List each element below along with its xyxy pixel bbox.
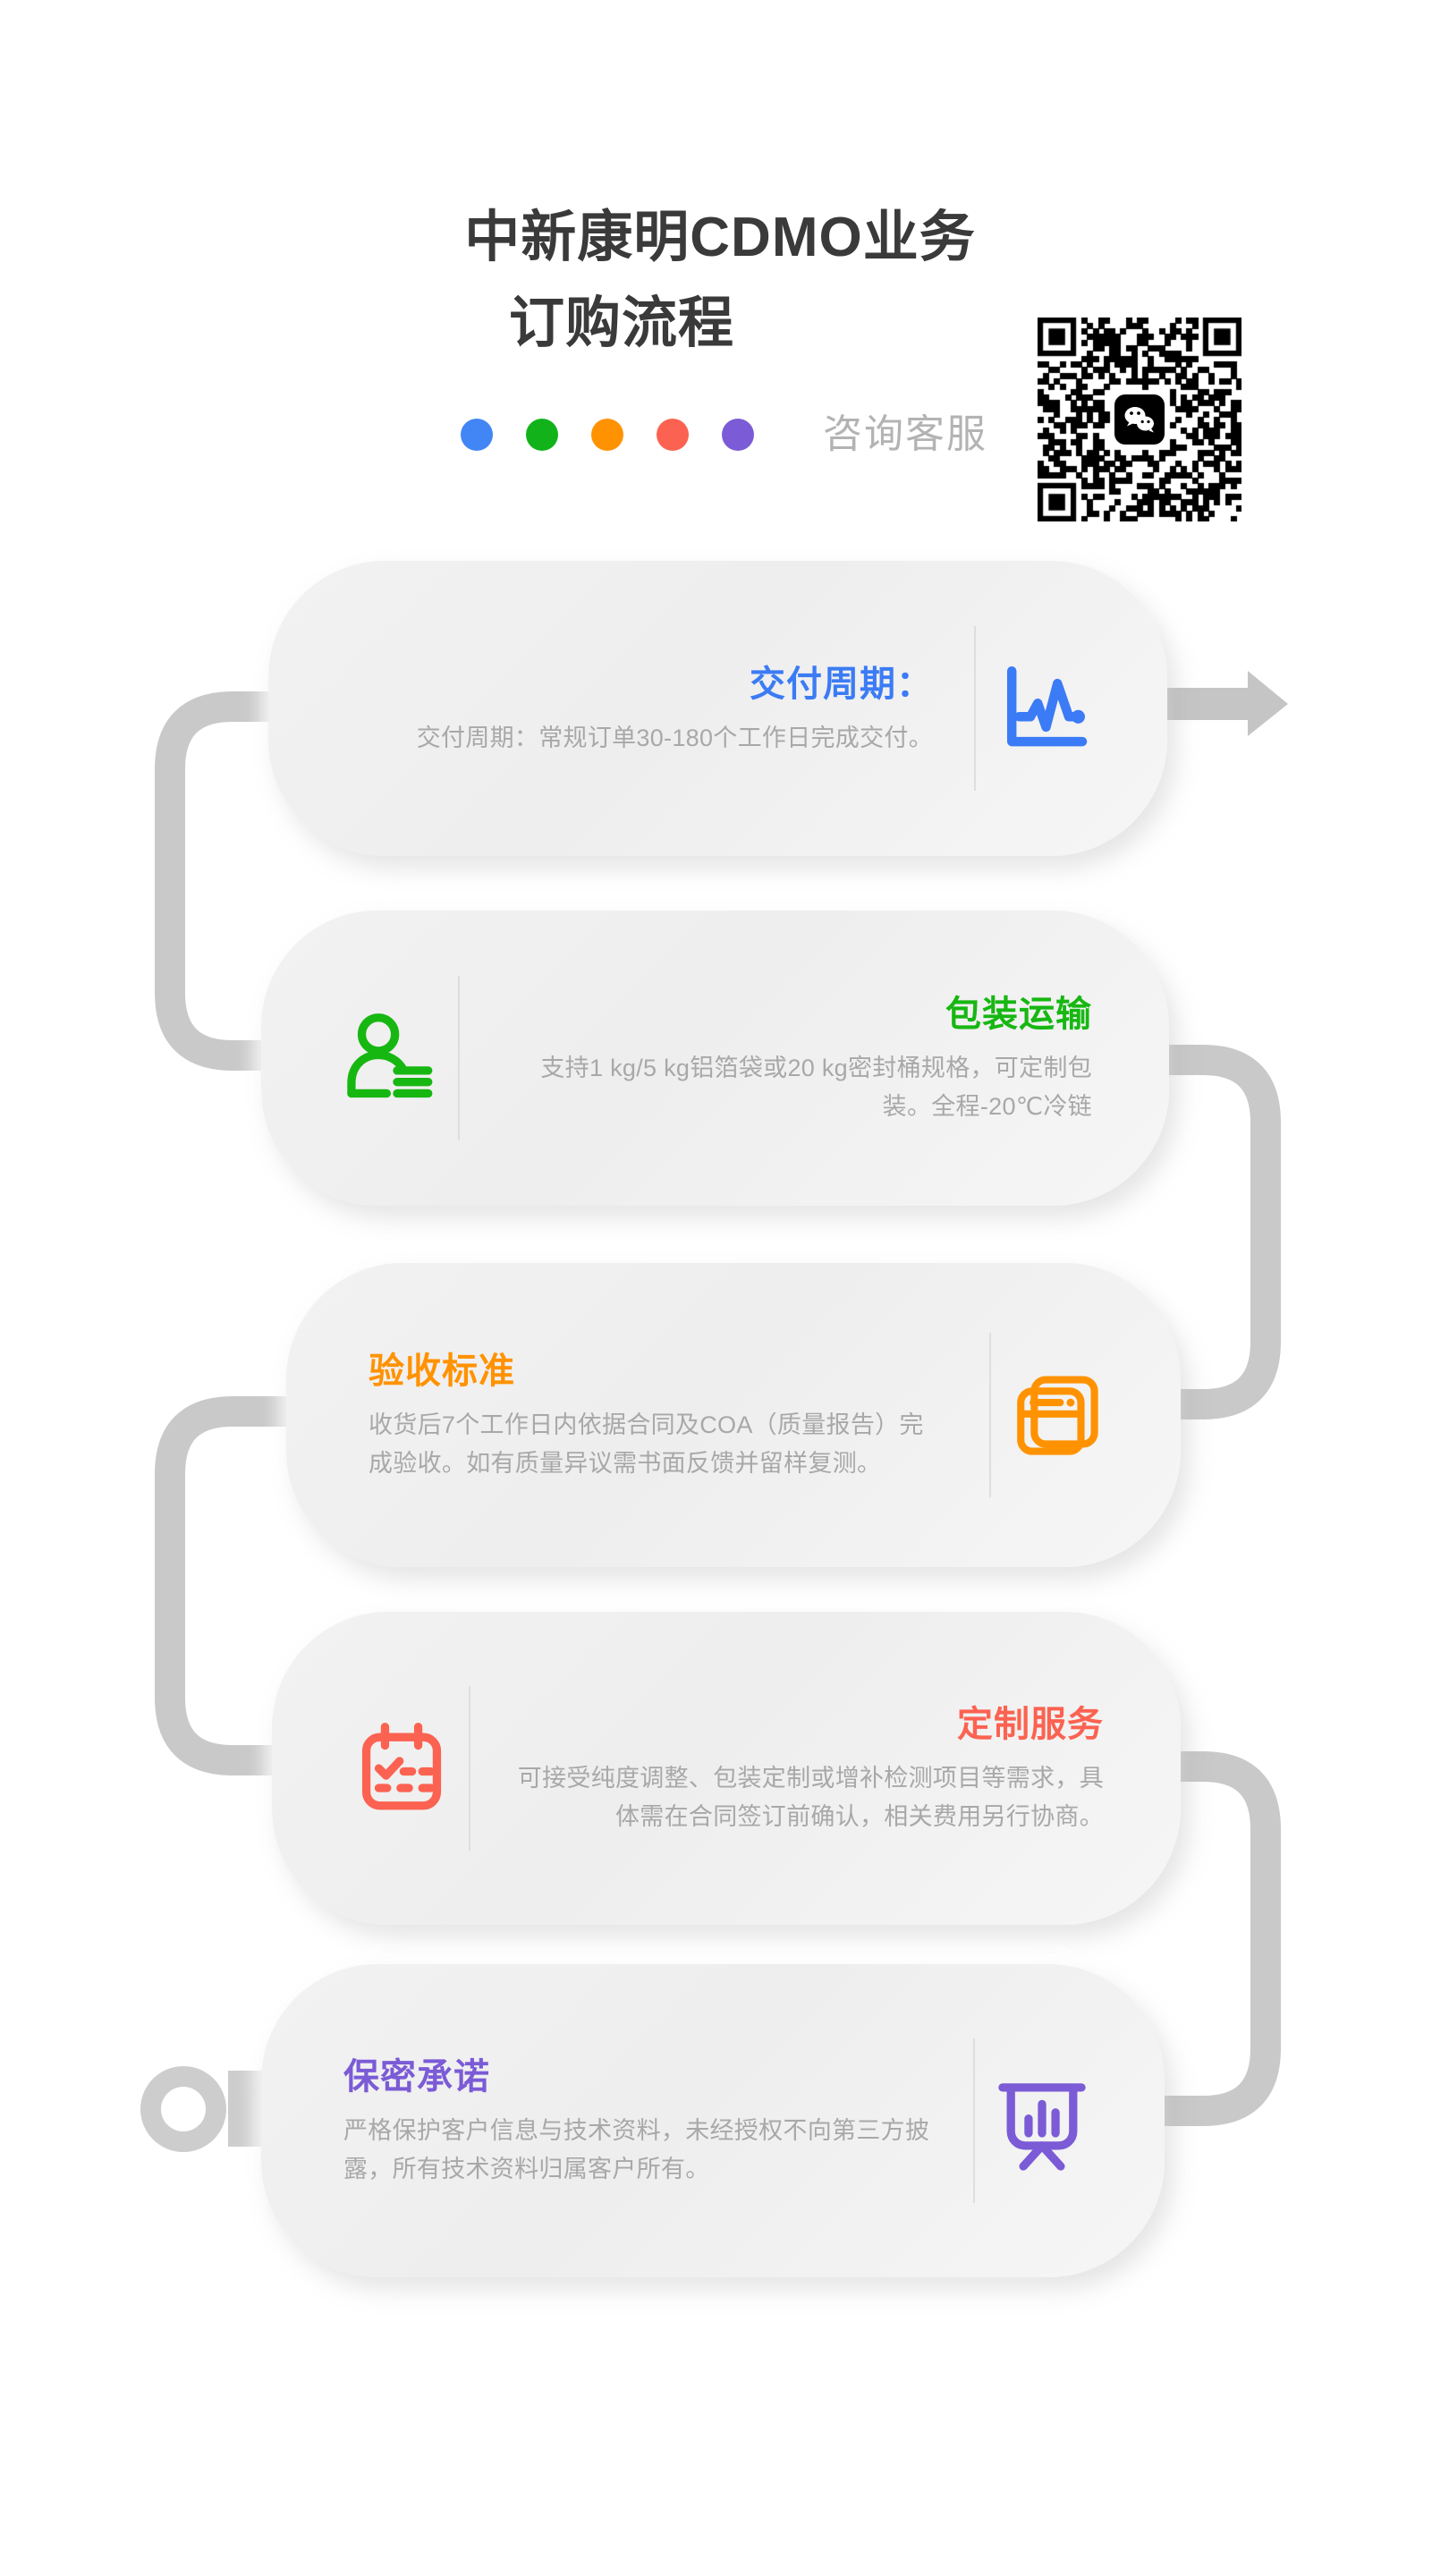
card-text-block: 交付周期： 交付周期：常规订单30-180个工作日完成交付。 — [349, 660, 933, 758]
card-confidentiality-commitment[interactable]: 保密承诺 严格保护客户信息与技术资料，未经授权不向第三方披露，所有技术资料归属客… — [261, 1964, 1165, 2277]
card-text-block: 保密承诺 严格保护客户信息与技术资料，未经授权不向第三方披露，所有技术资料归属客… — [343, 2053, 932, 2189]
card-acceptance-standard[interactable]: 验收标准 收货后7个工作日内依据合同及COA（质量报告）完成验收。如有质量异议需… — [286, 1263, 1181, 1567]
card-divider — [974, 626, 976, 791]
card-text-block: 包装运输 支持1 kg/5 kg铝箔袋或20 kg密封桶规格，可定制包装。全程-… — [501, 990, 1092, 1126]
dot-red — [657, 419, 689, 451]
color-dots-row — [461, 419, 754, 451]
calendar-check-icon — [335, 1716, 469, 1820]
card-body: 收货后7个工作日内依据合同及COA（质量报告）完成验收。如有质量异议需书面反馈并… — [369, 1411, 924, 1477]
wechat-qr-code[interactable] — [1038, 318, 1241, 521]
dot-blue — [461, 419, 493, 451]
card-divider — [469, 1686, 470, 1851]
card-title: 包装运输 — [945, 995, 1092, 1034]
dot-green — [526, 419, 558, 451]
wechat-logo-icon — [1114, 394, 1165, 445]
connector-card4-to-card5 — [1049, 1751, 1281, 2126]
card-divider — [458, 976, 460, 1140]
card-divider — [989, 1333, 991, 1497]
connector-card2-to-card3 — [1049, 1045, 1281, 1419]
flow-arrow-right — [1154, 671, 1288, 736]
card-title: 保密承诺 — [343, 2057, 490, 2097]
connector-card3-to-card4 — [155, 1396, 391, 1775]
card-text-block: 定制服务 可接受纯度调整、包装定制或增补检测项目等需求，具体需在合同签订前确认，… — [512, 1700, 1104, 1836]
card-packaging-shipping[interactable]: 包装运输 支持1 kg/5 kg铝箔袋或20 kg密封桶规格，可定制包装。全程-… — [261, 911, 1169, 1206]
card-body: 交付周期：常规订单30-180个工作日完成交付。 — [416, 724, 933, 751]
card-body: 可接受纯度调整、包装定制或增补检测项目等需求，具体需在合同签订前确认，相关费用另… — [517, 1765, 1104, 1830]
dot-purple — [722, 419, 754, 451]
card-body: 支持1 kg/5 kg铝箔袋或20 kg密封桶规格，可定制包装。全程-20℃冷链 — [540, 1055, 1092, 1120]
consult-customer-service-label: 咨询客服 — [823, 412, 987, 456]
presentation-chart-icon — [975, 2069, 1109, 2173]
card-body: 严格保护客户信息与技术资料，未经授权不向第三方披露，所有技术资料归属客户所有。 — [343, 2117, 930, 2182]
user-list-icon — [324, 1006, 458, 1110]
dot-orange — [591, 419, 623, 451]
stacked-cards-icon — [991, 1363, 1125, 1467]
card-title: 交付周期： — [750, 664, 933, 704]
card-divider — [973, 2038, 975, 2203]
card-delivery-cycle[interactable]: 交付周期： 交付周期：常规订单30-180个工作日完成交付。 — [268, 561, 1167, 856]
card-custom-service[interactable]: 定制服务 可接受纯度调整、包装定制或增补检测项目等需求，具体需在合同签订前确认，… — [272, 1612, 1181, 1925]
line-chart-icon — [976, 657, 1110, 760]
card-title: 定制服务 — [957, 1705, 1104, 1744]
card-title: 验收标准 — [369, 1352, 515, 1391]
card-text-block: 验收标准 收货后7个工作日内依据合同及COA（质量报告）完成验收。如有质量异议需… — [369, 1347, 948, 1483]
connector-card1-to-card2 — [155, 691, 391, 1071]
